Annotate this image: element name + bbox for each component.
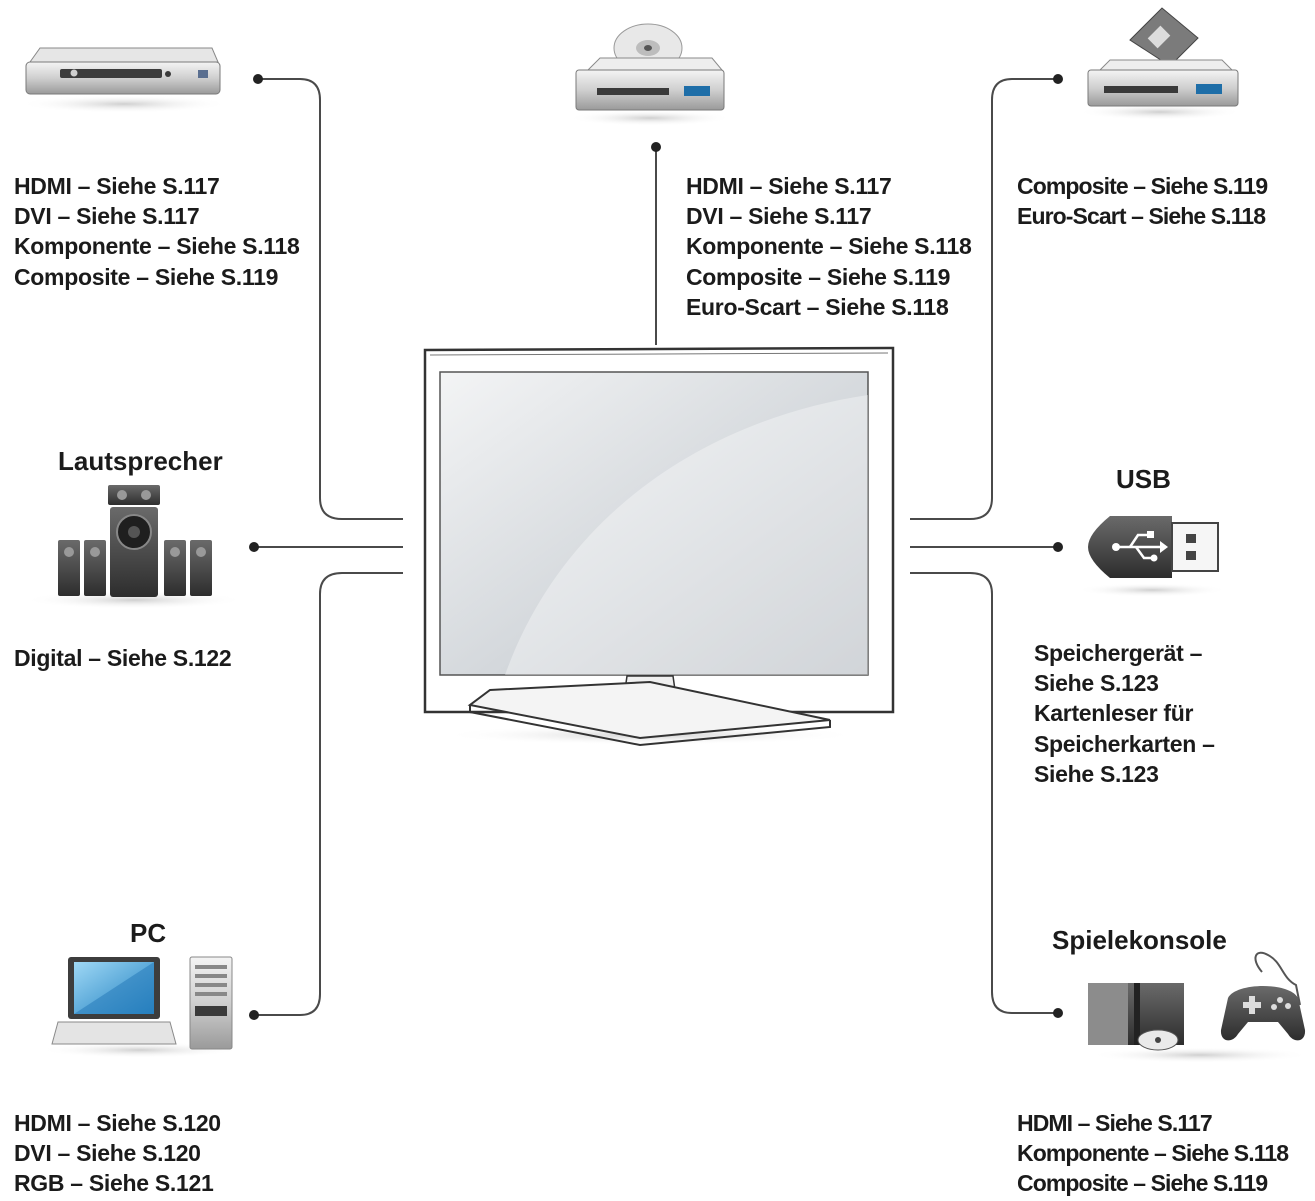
- disc-player-connections: HDMI – Siehe S.117 DVI – Siehe S.117 Kom…: [686, 171, 972, 322]
- dvd-player-icon: [19, 47, 229, 113]
- connection-label: Composite – Siehe S.119: [14, 263, 279, 290]
- connection-label: Siehe S.123: [1034, 760, 1159, 787]
- pc-icon: [40, 956, 240, 1058]
- connection-label: Komponente – Siehe S.118: [1017, 1140, 1289, 1167]
- console-connections: HDMI – Siehe S.117 Komponente – Siehe S.…: [1017, 1108, 1289, 1199]
- connection-label: HDMI – Siehe S.117: [14, 173, 220, 199]
- usb-title: USB: [1116, 464, 1171, 494]
- dvd-player-connections: HDMI – Siehe S.117 DVI – Siehe S.117 Kom…: [14, 171, 300, 292]
- game-console-icon: [1088, 951, 1310, 1063]
- connection-label: Composite – Siehe S.119: [1017, 173, 1268, 199]
- speakers-connections: Digital – Siehe S.122: [14, 643, 232, 673]
- connection-label: RGB – Siehe S.121: [14, 1170, 214, 1197]
- connection-label: Digital – Siehe S.122: [14, 645, 232, 671]
- usb-stick-icon: [1077, 516, 1227, 597]
- connection-label: Siehe S.123: [1034, 670, 1159, 697]
- line-pc: [254, 572, 403, 1016]
- connection-label: Speicherkarten –: [1034, 730, 1215, 757]
- connection-label: Composite – Siehe S.119: [686, 263, 951, 290]
- tv-icon: [423, 346, 895, 747]
- connection-label: HDMI – Siehe S.117: [686, 173, 892, 199]
- connection-label: Euro-Scart – Siehe S.118: [686, 293, 949, 320]
- connection-label: DVI – Siehe S.120: [14, 1140, 201, 1167]
- vcr-icon: [1078, 7, 1242, 120]
- line-console: [910, 572, 1058, 1014]
- pc-title: PC: [130, 918, 167, 948]
- speakers-title: Lautsprecher: [58, 446, 223, 476]
- connection-label: Composite – Siehe S.119: [1017, 1170, 1268, 1197]
- usb-connections: Speichergerät – Siehe S.123 Kartenleser …: [1034, 638, 1215, 789]
- disc-player-icon: [568, 23, 732, 126]
- connection-label: Komponente – Siehe S.118: [686, 233, 972, 260]
- pc-connections: HDMI – Siehe S.120 DVI – Siehe S.120 RGB…: [14, 1108, 221, 1199]
- connection-label: DVI – Siehe S.117: [686, 203, 872, 230]
- connection-lines: [254, 78, 1058, 1016]
- console-title: Spielekonsole: [1052, 925, 1227, 955]
- line-dvd-player: [258, 78, 403, 520]
- line-vcr: [910, 78, 1058, 520]
- connection-label: DVI – Siehe S.117: [14, 203, 200, 230]
- connection-label: Euro-Scart – Siehe S.118: [1017, 203, 1266, 230]
- connection-label: HDMI – Siehe S.120: [14, 1110, 221, 1136]
- connection-label: Kartenleser für: [1034, 700, 1194, 727]
- vcr-connections: Composite – Siehe S.119 Euro-Scart – Sie…: [1017, 171, 1268, 231]
- connection-label: Speichergerät –: [1034, 640, 1203, 666]
- connection-dots: [249, 74, 1063, 1020]
- connection-label: Komponente – Siehe S.118: [14, 233, 300, 260]
- connection-label: HDMI – Siehe S.117: [1017, 1110, 1213, 1136]
- speaker-system-icon: [24, 485, 244, 609]
